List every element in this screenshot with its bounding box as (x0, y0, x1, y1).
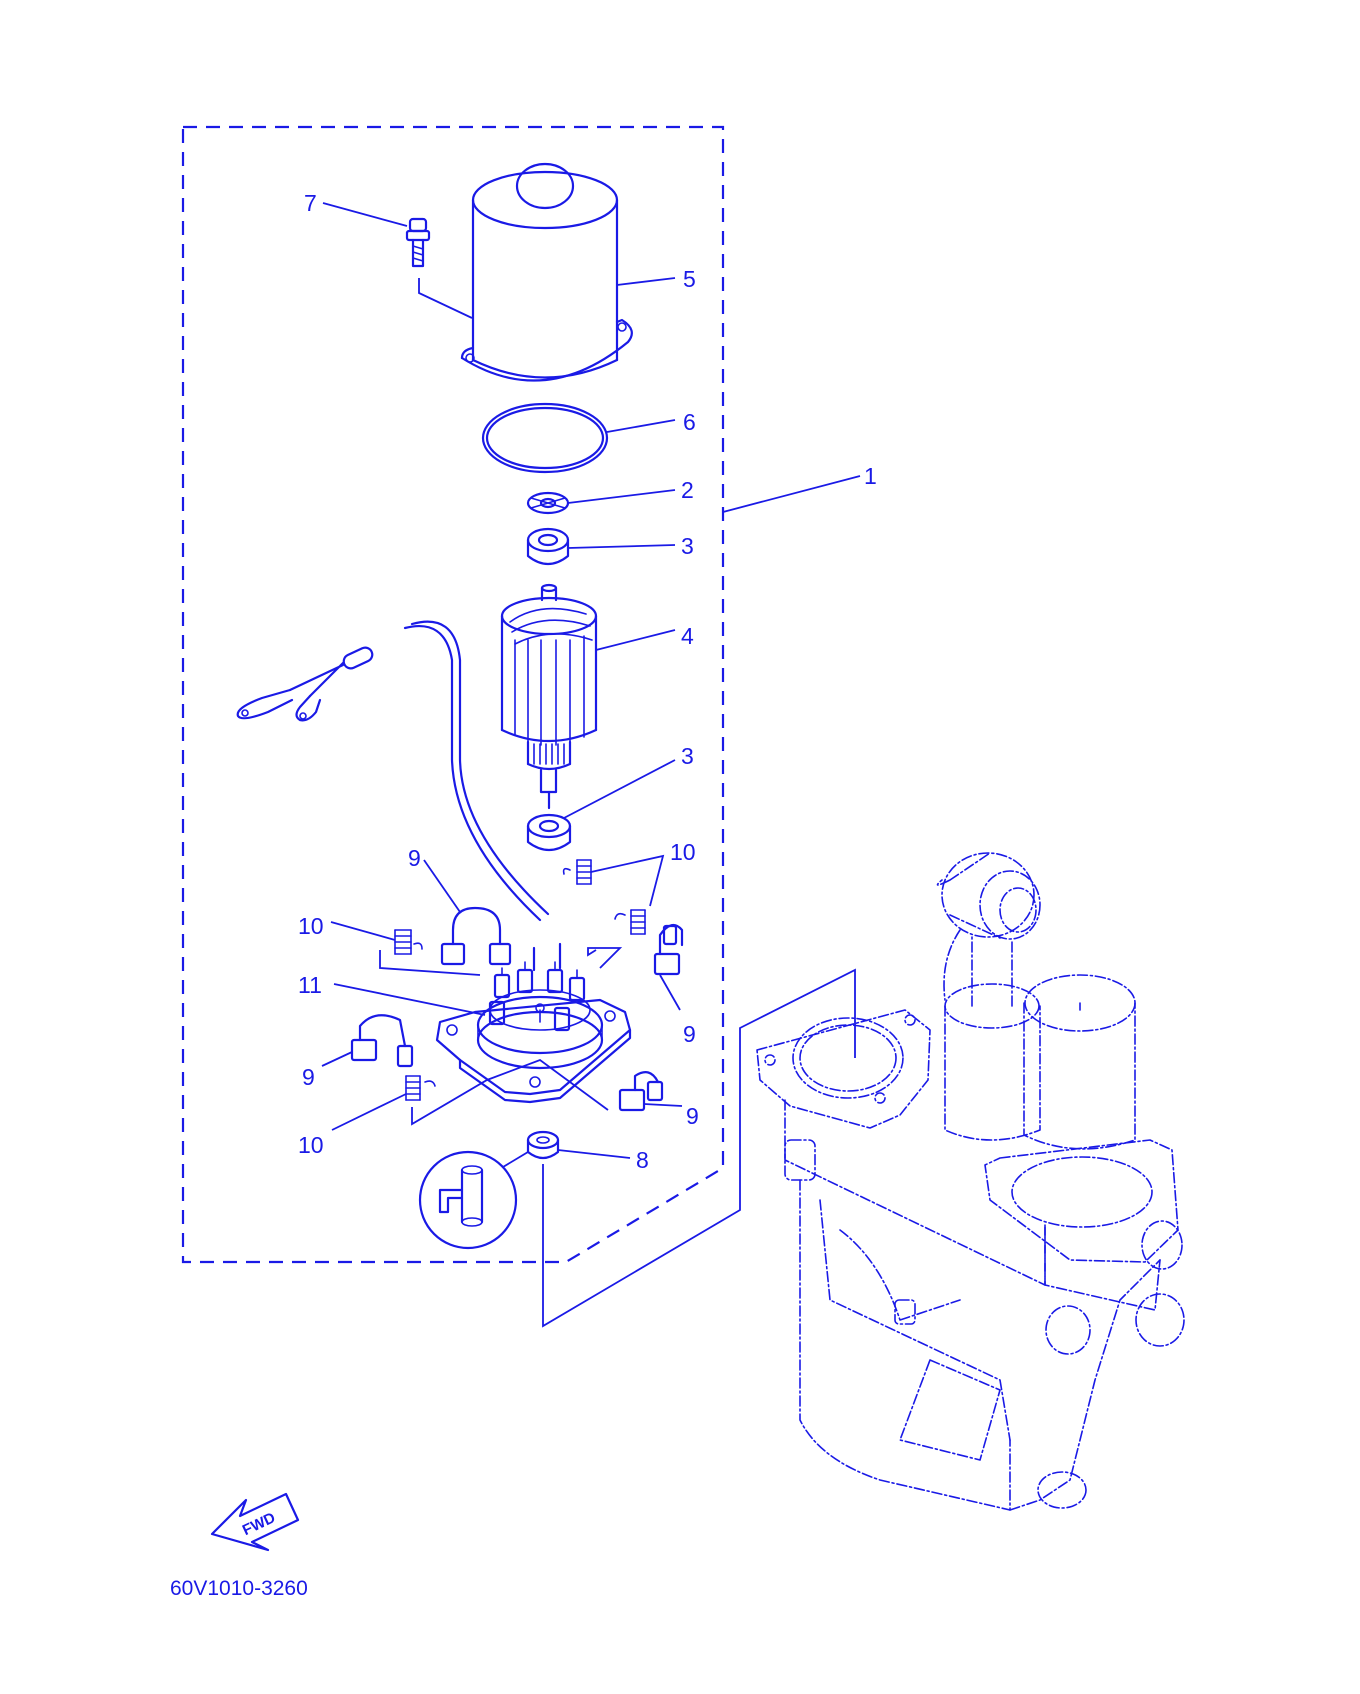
callout-9-bottom: 9 (686, 1103, 699, 1129)
callout-8: 8 (636, 1147, 649, 1173)
callout-10-left: 10 (298, 913, 324, 939)
callout-11: 11 (298, 972, 322, 998)
screw-part (322, 202, 473, 319)
callout-9-top: 9 (408, 845, 421, 871)
armature-part (500, 583, 676, 810)
lead-wire-part (236, 620, 550, 922)
o-ring-part (481, 402, 676, 474)
oil-seal-part (526, 489, 676, 515)
callout-10-bottom: 10 (298, 1132, 324, 1158)
callout-3-upper: 3 (681, 533, 694, 559)
lower-bearing-part (526, 759, 676, 852)
callout-1: 1 (864, 463, 877, 489)
upper-bearing-part (526, 527, 676, 566)
brush-holder-part (333, 942, 632, 1126)
brushes-part (321, 859, 684, 1112)
brush-springs-part (330, 854, 665, 1131)
callout-10-right: 10 (670, 839, 696, 865)
lower-seal-part (418, 968, 856, 1328)
callout-9-right: 9 (683, 1021, 696, 1047)
drawing-code: 60V1010-3260 (170, 1577, 308, 1600)
fwd-arrow-icon: FWD (210, 1492, 300, 1552)
assembly-boundary (181, 125, 861, 1264)
assembled-unit-view (756, 852, 1185, 1511)
callout-9-left: 9 (302, 1064, 315, 1090)
callout-3-lower: 3 (681, 743, 694, 769)
callout-5: 5 (683, 266, 696, 292)
callout-7: 7 (304, 190, 317, 216)
callout-2: 2 (681, 477, 694, 503)
motor-yoke-part (460, 162, 676, 382)
callout-6: 6 (683, 409, 696, 435)
callout-4: 4 (681, 623, 694, 649)
